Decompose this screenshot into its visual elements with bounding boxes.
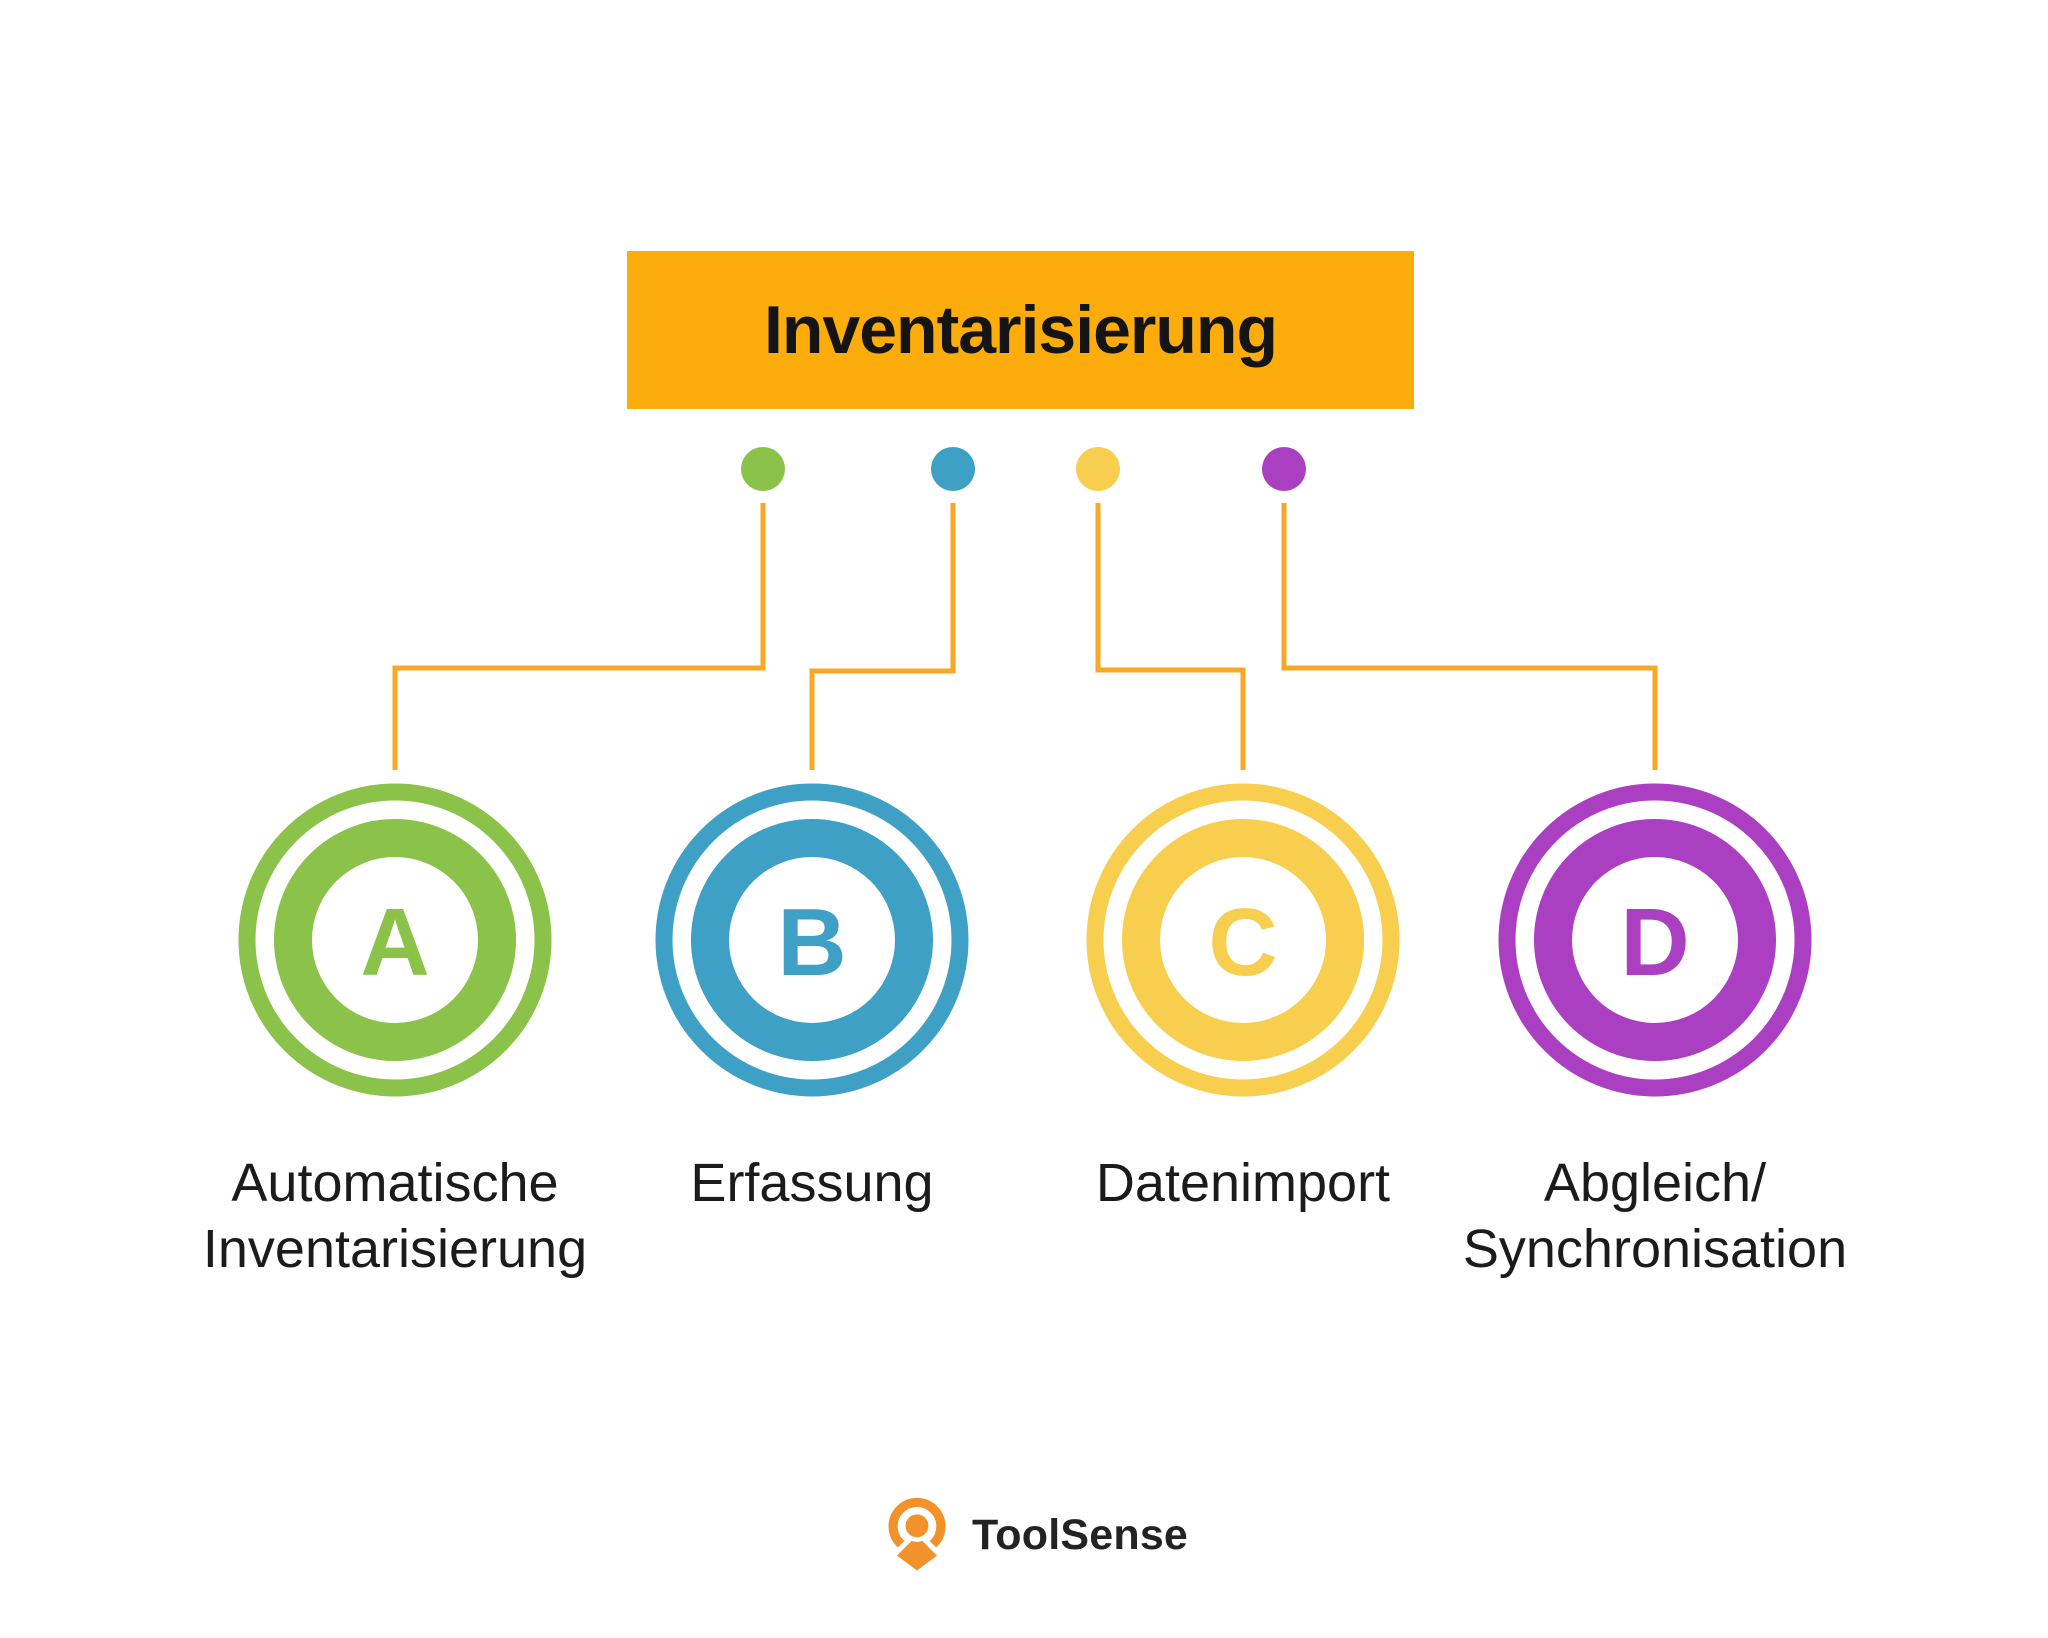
branch-b-badge: B: [655, 783, 969, 1097]
connector-line-b: [809, 503, 956, 770]
branch-c-dot-icon: [1076, 447, 1120, 491]
branch-a-label-line2: Inventarisierung: [202, 1219, 588, 1279]
branch-a-inner-ring: [274, 819, 516, 1061]
branch-a-label-line1: Automatische: [231, 1153, 559, 1213]
branch-a-outer-ring: [238, 783, 552, 1097]
branch-b-label: Erfassung: [532, 1150, 1092, 1216]
branch-b-outer-ring: [655, 783, 969, 1097]
header-box: Inventarisierung: [627, 251, 1414, 409]
header-title: Inventarisierung: [763, 292, 1278, 368]
pin-head: [900, 1509, 934, 1542]
branch-c-outer-ring: [1086, 783, 1400, 1097]
branch-d-inner-ring: [1534, 819, 1776, 1061]
connector-line-a: [392, 503, 766, 770]
branch-d-badge: D: [1498, 783, 1812, 1097]
branch-d-letter: D: [1620, 889, 1689, 996]
branch-a-dot-icon: [741, 447, 785, 491]
toolsense-logo-text: ToolSense: [972, 1510, 1189, 1559]
branch-d-label-line2: Synchronisation: [1462, 1219, 1848, 1279]
branch-a-letter: A: [360, 889, 429, 996]
branch-c-label: Datenimport: [963, 1150, 1523, 1216]
branch-a-label: Automatische Inventarisierung: [115, 1150, 675, 1282]
branch-d-label-line1: Abgleich/: [1543, 1153, 1767, 1213]
branch-b-inner-ring: [691, 819, 933, 1061]
branch-c-label-line1: Datenimport: [1095, 1153, 1391, 1213]
branch-c-badge: C: [1086, 783, 1400, 1097]
branch-b-label-line1: Erfassung: [690, 1153, 934, 1213]
connector-line-c: [1095, 503, 1246, 770]
branch-d-outer-ring: [1498, 783, 1812, 1097]
branch-c-inner-ring: [1122, 819, 1364, 1061]
toolsense-pin-icon: [888, 1497, 946, 1574]
branch-d-label: Abgleich/ Synchronisation: [1375, 1150, 1935, 1282]
connector-line-d: [1281, 503, 1658, 770]
branch-a-badge: A: [238, 783, 552, 1097]
branch-d-dot-icon: [1262, 447, 1306, 491]
toolsense-logo: ToolSense: [888, 1496, 1188, 1574]
branch-b-letter: B: [777, 889, 846, 996]
pin-point: [889, 1528, 945, 1574]
branch-c-letter: C: [1208, 889, 1277, 996]
branch-b-dot-icon: [931, 447, 975, 491]
